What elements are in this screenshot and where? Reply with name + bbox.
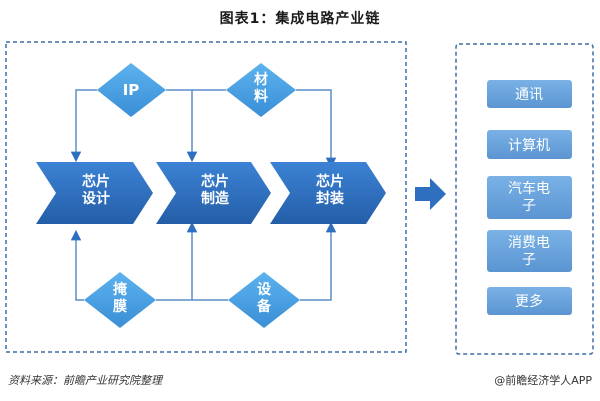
input-diamond-equipment: 设备 bbox=[228, 272, 300, 328]
process-label-design: 芯片设计 bbox=[82, 173, 110, 207]
brand-credit: @前瞻经济学人APP bbox=[494, 374, 592, 387]
process-chevron-manufacture: 芯片制造 bbox=[156, 162, 271, 224]
application-box-computer: 计算机 bbox=[487, 130, 572, 159]
flow-arrow bbox=[415, 178, 446, 210]
input-label-material: 材料 bbox=[254, 71, 268, 105]
process-label-package: 芯片封装 bbox=[316, 173, 345, 207]
input-label-ip: IP bbox=[123, 81, 140, 99]
process-chevron-package: 芯片封装 bbox=[270, 162, 386, 224]
application-box-auto-electronics: 汽车电子 bbox=[487, 176, 572, 219]
application-box-communication: 通讯 bbox=[487, 80, 572, 108]
application-box-consumer-electronics: 消费电子 bbox=[487, 230, 572, 272]
page-title: 图表1：集成电路产业链 bbox=[219, 11, 381, 27]
left-dashed-frame bbox=[5, 41, 407, 353]
right-dashed-frame bbox=[455, 43, 594, 355]
input-diamond-material: 材料 bbox=[226, 63, 296, 117]
process-chevron-design: 芯片设计 bbox=[36, 162, 153, 224]
source-note: 资料来源：前瞻产业研究院整理 bbox=[8, 374, 162, 387]
application-label-auto-electronics: 汽车电子 bbox=[508, 180, 550, 214]
application-box-more: 更多 bbox=[487, 287, 572, 315]
process-label-manufacture: 芯片制造 bbox=[201, 173, 229, 207]
application-label-more: 更多 bbox=[515, 293, 543, 310]
application-label-communication: 通讯 bbox=[515, 87, 543, 103]
input-label-mask: 掩膜 bbox=[113, 281, 128, 315]
input-label-equipment: 设备 bbox=[256, 282, 272, 315]
top-connectors bbox=[70, 89, 337, 169]
application-label-computer: 计算机 bbox=[508, 138, 550, 154]
bottom-connectors bbox=[70, 221, 337, 301]
input-diamond-ip: IP bbox=[97, 63, 166, 117]
application-label-consumer-electronics: 消费电子 bbox=[508, 235, 550, 268]
input-diamond-mask: 掩膜 bbox=[84, 272, 156, 328]
